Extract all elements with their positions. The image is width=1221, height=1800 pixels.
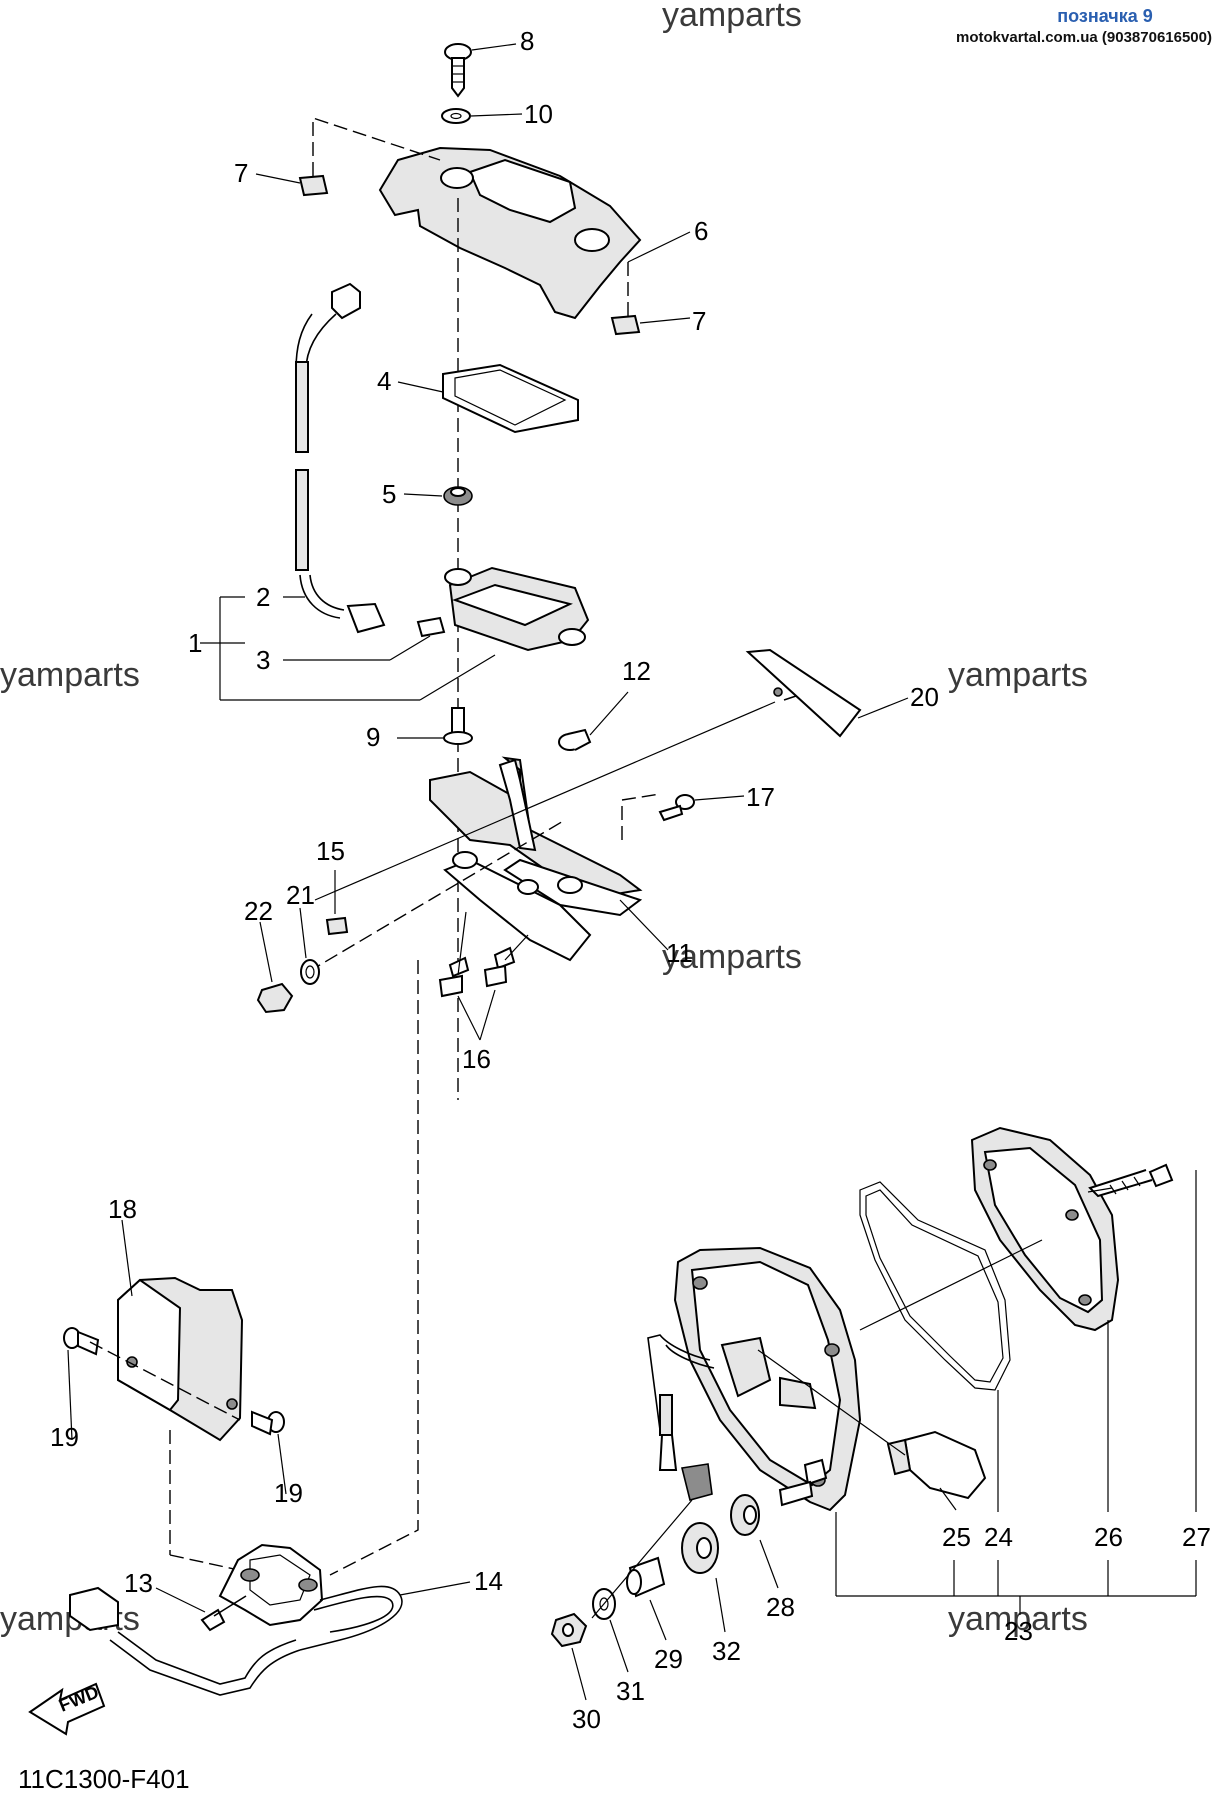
grommet-part-28 [730, 1494, 760, 1536]
bolts-part-16 [438, 946, 516, 998]
bolt-part-17 [658, 794, 695, 822]
callout-24: 24 [984, 1522, 1013, 1552]
bracket-part-11 [429, 756, 643, 962]
washer-part-32 [681, 1522, 719, 1574]
tail-light-housing-part-23 [647, 1246, 862, 1512]
washer-part-10 [441, 108, 471, 124]
watermark-left-upper: yamparts [0, 656, 140, 694]
gasket-part-24 [859, 1181, 1011, 1391]
callout-15: 15 [316, 836, 345, 866]
callout-3: 3 [256, 645, 270, 675]
pad-part-7-top [298, 174, 329, 197]
meter-assembly-part-1 [444, 566, 590, 652]
header-site: motokvartal.com.ua (903870616500) [956, 29, 1212, 46]
callout-25: 25 [942, 1522, 971, 1552]
grommet-part-5 [443, 486, 473, 506]
diagram-code: 11C1300-F401 [18, 1764, 190, 1794]
nut-part-22 [256, 982, 294, 1014]
callout-21: 21 [286, 880, 315, 910]
callout-1: 1 [188, 628, 202, 658]
callout-23: 23 [1004, 1616, 1033, 1646]
callout-11: 11 [666, 938, 693, 968]
callout-19-right: 19 [274, 1478, 303, 1508]
lens-part-26 [970, 1126, 1120, 1332]
watermark-right-upper: yamparts [948, 656, 1088, 694]
callout-10: 10 [524, 99, 553, 129]
screw-part-9 [443, 707, 473, 745]
screw-part-27 [1088, 1163, 1174, 1198]
washer-part-21 [300, 959, 320, 985]
callout-2: 2 [256, 582, 270, 612]
callout-20: 20 [910, 682, 939, 712]
watermark-right-lower: yamparts [948, 1600, 1088, 1638]
callout-26: 26 [1094, 1522, 1123, 1552]
meter-cover-part-6 [378, 146, 642, 320]
callout-32: 32 [712, 1636, 741, 1666]
callout-22: 22 [244, 896, 273, 926]
callout-19-left: 19 [50, 1422, 79, 1452]
gasket-part-4 [442, 363, 579, 434]
bulb-part-3 [416, 616, 446, 638]
callout-8: 8 [520, 26, 534, 56]
callout-9: 9 [366, 722, 380, 752]
screw-part-19-left [63, 1327, 100, 1356]
bulb-part-25 [886, 1430, 987, 1500]
callout-16: 16 [462, 1044, 491, 1074]
header-title: позначка 9 [1057, 6, 1153, 26]
callout-12: 12 [622, 656, 651, 686]
callout-14: 14 [474, 1566, 503, 1596]
reflector-part-20 [745, 648, 862, 738]
guide-line [314, 701, 776, 901]
guide-line-dashed [307, 819, 566, 973]
callout-bracket-23 [835, 1512, 1197, 1615]
screw-part-8 [444, 43, 472, 98]
callout-29: 29 [654, 1644, 683, 1674]
fwd-arrow-icon: FWD [28, 1682, 106, 1736]
callout-bracket-1 [200, 596, 496, 701]
pad-part-15 [325, 916, 349, 936]
wire-harness-part-2 [295, 282, 386, 634]
callout-30: 30 [572, 1704, 601, 1734]
screw-part-19-right [251, 1410, 285, 1436]
callout-4: 4 [377, 366, 391, 396]
nut-part-30 [550, 1612, 588, 1648]
license-cover-part-18 [117, 1276, 244, 1442]
license-light-part-14 [69, 1543, 403, 1696]
watermark-top: yamparts [662, 0, 802, 34]
callout-28: 28 [766, 1592, 795, 1622]
screw-part-13 [200, 1595, 247, 1632]
callout-7-top: 7 [234, 158, 248, 188]
pad-part-7-bottom [610, 314, 641, 336]
collar-part-29 [626, 1556, 666, 1598]
nut-part-12 [558, 728, 592, 751]
callout-27: 27 [1182, 1522, 1211, 1552]
callout-6: 6 [694, 216, 708, 246]
callout-31: 31 [616, 1676, 645, 1706]
watermark-center: yamparts [662, 938, 802, 976]
callout-18: 18 [108, 1194, 137, 1224]
callout-7-bottom: 7 [692, 306, 706, 336]
callout-5: 5 [382, 479, 396, 509]
callout-13: 13 [124, 1568, 153, 1598]
callout-17: 17 [746, 782, 775, 812]
